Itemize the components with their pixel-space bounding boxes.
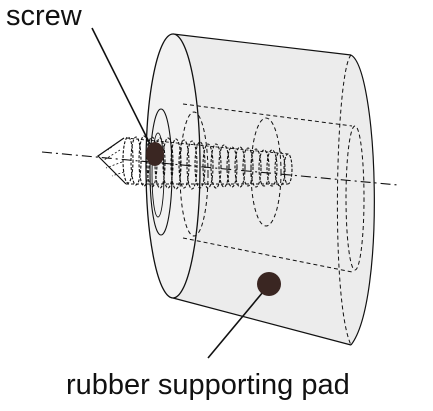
bore-top-line [182,103,353,127]
inner-disc-left [179,111,209,237]
screw-tip [97,137,127,185]
inner-disc-middle [250,117,282,227]
screw-marker [146,142,164,166]
screw-leader-line [91,27,153,149]
pad-back-face-arc [350,54,375,346]
pad-marker [257,272,281,296]
rubber-supporting-pad-label: rubber supporting pad [66,369,350,401]
screw-tip-threads [103,141,125,177]
screw-thread [122,135,293,190]
pad-back-hole [345,125,365,271]
pad-bottom-edge [172,297,352,346]
bore-bottom-line [182,237,353,273]
pad-body [173,34,375,345]
pad-leader-line [207,285,269,359]
screw-label: screw [6,0,82,32]
screw-thread-outline [125,137,289,185]
pad-front-hole [149,108,173,236]
pad-top-edge [172,33,352,56]
pad-back-face-hidden-arc [336,54,352,346]
